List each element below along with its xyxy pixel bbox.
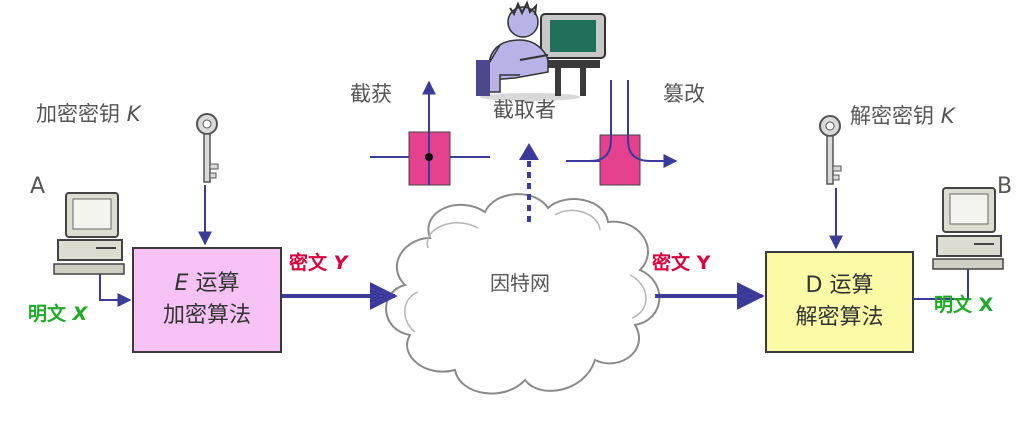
enc-key-icon bbox=[196, 113, 219, 183]
decryption-box: D 运算 解密算法 bbox=[765, 251, 914, 353]
encryption-op-text: 运算 bbox=[195, 271, 240, 297]
decryption-op-text: D 运算 bbox=[805, 273, 874, 299]
plaintext-left-label: 明文 X bbox=[28, 305, 87, 324]
encryption-op-var: E bbox=[174, 271, 189, 297]
decryption-algo-text: 解密算法 bbox=[795, 305, 884, 330]
host-a-label: A bbox=[30, 174, 46, 199]
computer-b-icon bbox=[932, 187, 1004, 270]
interceptor-label: 截取者 bbox=[493, 98, 556, 122]
internet-cloud-icon bbox=[385, 193, 661, 395]
dec-key-var: K bbox=[940, 104, 955, 128]
dec-key-label: 解密密钥 K bbox=[850, 106, 954, 127]
computer-a-icon bbox=[53, 192, 125, 275]
ciphertext-left-label: 密文 Y bbox=[289, 254, 347, 273]
interceptor-arrowhead bbox=[519, 143, 539, 160]
ciphertext-right-label: 密文 Y bbox=[652, 252, 711, 274]
interceptor-person-icon bbox=[476, 0, 606, 101]
ciphertext-left-text: 密文 bbox=[289, 252, 328, 274]
enc-key-var: K bbox=[126, 102, 141, 126]
encryption-algo-text: 加密算法 bbox=[162, 303, 251, 328]
intercept-box bbox=[370, 80, 490, 186]
plaintext-out-line bbox=[914, 268, 969, 300]
encryption-box: E 运算 加密算法 bbox=[132, 247, 282, 353]
plaintext-in-arrow bbox=[99, 265, 132, 307]
host-b-label: B bbox=[997, 174, 1013, 199]
plaintext-left-var: X bbox=[72, 303, 88, 325]
dec-key-text: 解密密钥 bbox=[850, 104, 934, 128]
intercept-label: 截获 bbox=[350, 82, 392, 106]
tamper-box bbox=[566, 80, 678, 186]
enc-key-text: 加密密钥 bbox=[36, 102, 120, 126]
encryption-op-line: E 运算 bbox=[175, 268, 240, 300]
ciphertext-left-var: Y bbox=[333, 252, 348, 274]
tamper-label: 篡改 bbox=[663, 82, 705, 106]
internet-label: 因特网 bbox=[490, 271, 550, 295]
dec-key-icon bbox=[819, 115, 842, 185]
plaintext-right-label: 明文 X bbox=[934, 294, 994, 316]
enc-key-label: 加密密钥 K bbox=[36, 104, 140, 125]
plaintext-left-text: 明文 bbox=[28, 303, 67, 325]
